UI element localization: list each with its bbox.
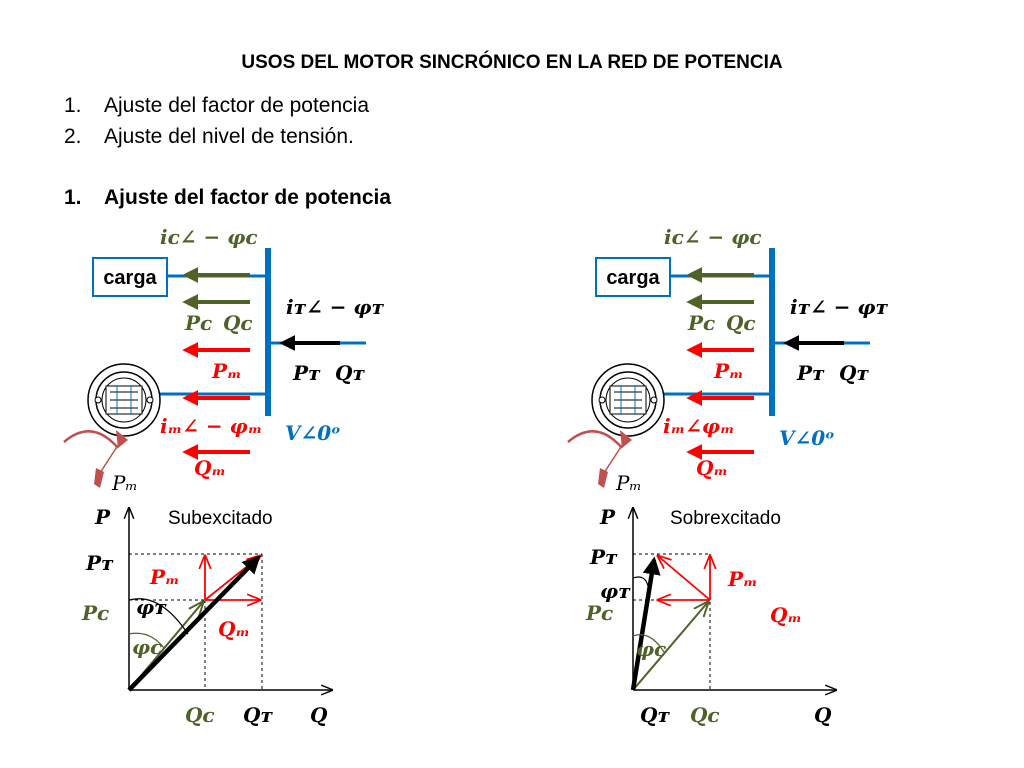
phi-c-arc	[128, 632, 165, 649]
pm-phasor-label: Pₘ	[149, 565, 180, 589]
list-text: Ajuste del nivel de tensión.	[104, 125, 354, 148]
load-box	[595, 257, 671, 297]
pm-arrow-label: Pₘ	[713, 359, 744, 383]
right-circuit: iᴄ∠ − φᴄ carga Pᴄ Qᴄ iᴛ∠ − φᴛ Pᴛ Qᴛ Pₘ i…	[567, 225, 889, 495]
left-phasor-diagram: P Q Subexcitado Pᴛ Pᴄ Pₘ φᴛ φᴄ Qₘ Qᴄ Qᴛ	[81, 505, 332, 727]
motor-symbol	[567, 363, 665, 488]
motor-symbol	[63, 363, 161, 488]
voltage-label: V∠0ᵒ	[779, 426, 835, 450]
qt-label: Qᴛ	[335, 361, 365, 385]
load-box	[92, 257, 168, 297]
pt-label: Pᴛ	[292, 361, 321, 385]
qm-phasor-label: Qₘ	[770, 603, 802, 627]
axis-p-label: P	[94, 505, 111, 529]
pt-axis-label: Pᴛ	[85, 551, 114, 575]
section-number: 1.	[64, 186, 82, 209]
im-label: iₘ∠ − φₘ	[160, 414, 262, 438]
qm-phasor-label: Qₘ	[218, 617, 250, 641]
pc-axis-label: Pᴄ	[81, 601, 109, 625]
pm-motor-label: Pₘ	[111, 471, 138, 495]
qt-axis-label: Qᴛ	[640, 703, 670, 727]
it-label: iᴛ∠ − φᴛ	[790, 295, 889, 319]
section-heading: 1. Ajuste del factor de potencia	[64, 186, 391, 210]
right-phasor-diagram: P Q Sobrexcitado Pᴛ φᴛ Pᴄ Pₘ Qₘ φᴄ Qᴛ Qᴄ	[585, 505, 836, 727]
ic-label: iᴄ∠ − φᴄ	[664, 225, 762, 249]
phi-t-arc	[128, 598, 189, 635]
qc-label: Qᴄ	[223, 311, 253, 335]
pm-motor-label: Pₘ	[615, 471, 642, 495]
pt-label: Pᴛ	[796, 361, 825, 385]
phi-c-arc	[632, 634, 665, 653]
phi-t-label: φᴛ	[600, 579, 631, 603]
load-label: carga	[606, 267, 660, 289]
axis-p-label: P	[599, 505, 616, 529]
mode-label: Sobrexcitado	[670, 508, 781, 529]
list-text: Ajuste del factor de potencia	[104, 94, 370, 117]
it-label: iᴛ∠ − φᴛ	[286, 295, 385, 319]
list-number: 2.	[64, 125, 82, 148]
pm-arrow-label: Pₘ	[211, 359, 242, 383]
section-text: Ajuste del factor de potencia	[104, 186, 392, 209]
page-title: USOS DEL MOTOR SINCRÓNICO EN LA RED DE P…	[241, 52, 783, 73]
qt-label: Qᴛ	[839, 361, 869, 385]
pc-label: Pᴄ	[184, 311, 212, 335]
qt-axis-label: Qᴛ	[243, 703, 273, 727]
sc-vector	[632, 602, 708, 691]
phi-t-label: φᴛ	[136, 595, 167, 619]
qm-arrow-label: Qₘ	[194, 456, 226, 480]
phi-c-label: φᴄ	[636, 637, 666, 661]
phi-t-arc	[632, 576, 649, 587]
axis-q-label: Q	[310, 703, 328, 727]
pc-axis-label: Pᴄ	[585, 601, 613, 625]
qm-arrow-label: Qₘ	[696, 456, 728, 480]
sm-vector	[658, 556, 711, 601]
st-vector	[630, 556, 661, 691]
qc-axis-label: Qᴄ	[185, 703, 215, 727]
st-vector	[127, 555, 261, 692]
qc-axis-label: Qᴄ	[690, 703, 720, 727]
axis-q-label: Q	[814, 703, 832, 727]
load-label: carga	[103, 267, 157, 289]
ic-label: iᴄ∠ − φᴄ	[160, 225, 258, 249]
list-item-1: 1. Ajuste del factor de potencia	[64, 94, 369, 118]
qc-label: Qᴄ	[726, 311, 756, 335]
mode-label: Subexcitado	[168, 508, 273, 529]
phi-c-label: φᴄ	[132, 635, 162, 659]
pm-phasor-label: Pₘ	[727, 567, 758, 591]
left-circuit: iᴄ∠ − φᴄ carga Pᴄ Qᴄ iᴛ∠ − φᴛ Pᴛ Qᴛ Pₘ i…	[63, 225, 385, 495]
voltage-label: V∠0ᵒ	[285, 421, 341, 445]
pc-label: Pᴄ	[687, 311, 715, 335]
pt-axis-label: Pᴛ	[589, 545, 618, 569]
im-label: iₘ∠φₘ	[663, 414, 735, 438]
list-item-2: 2. Ajuste del nivel de tensión.	[64, 125, 354, 149]
list-number: 1.	[64, 94, 82, 117]
